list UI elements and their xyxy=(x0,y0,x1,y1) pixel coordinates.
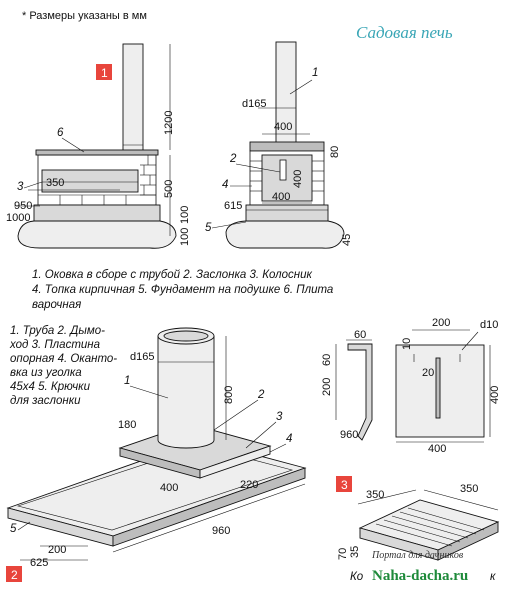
fig3-dim-70: 70 xyxy=(337,548,349,560)
fig2-legend-line-5: 45х4 5. Крючки xyxy=(10,381,91,393)
units-note: * Размеры указаны в мм xyxy=(22,10,147,22)
fig2-dim-400: 400 xyxy=(160,482,178,494)
fig3-dim-400-h: 400 xyxy=(489,386,501,404)
chimney-pipe xyxy=(122,43,144,157)
fig3-caption-tail: к xyxy=(490,571,496,583)
dim-500: 500 xyxy=(163,180,175,198)
front-label-5: 5 xyxy=(205,222,212,234)
dim-400-inner-w: 400 xyxy=(272,191,290,203)
fig2-label-5: 5 xyxy=(10,523,17,535)
fig2-legend-line-6: для заслонки xyxy=(10,395,81,407)
dim-d165-front: d165 xyxy=(242,98,266,110)
foundation xyxy=(33,204,161,222)
damper-handle xyxy=(435,357,441,419)
fig2-label-1: 1 xyxy=(124,375,130,387)
fig1-badge-number: 1 xyxy=(101,66,108,80)
fig2-dim-625: 625 xyxy=(30,557,48,569)
dim-950: 950 xyxy=(14,200,32,212)
dim-615: 615 xyxy=(224,200,242,212)
fig3-dim-200-h: 200 xyxy=(321,378,333,396)
fig1-side-view: 1 1200 500 100 100 350 xyxy=(6,43,191,249)
dim-100a: 100 xyxy=(179,228,191,246)
fig2-badge xyxy=(6,566,22,582)
fig1-legend-line-2: 4. Топка кирпичная 5. Фундамент на подуш… xyxy=(32,284,333,296)
dim-100b: 100 xyxy=(179,206,191,224)
front-label-1: 1 xyxy=(312,67,318,79)
page-title: Садовая печь xyxy=(356,23,453,42)
fig3-parts: 60 60 200 960 200 d10 10 20 400 400 3 xyxy=(321,317,501,583)
fig3-dim-10: 10 xyxy=(401,338,413,350)
front-label-2: 2 xyxy=(229,153,237,165)
fig1-legend-line-3: варочная xyxy=(32,299,81,311)
watermark: Портал для дачников Naha-dacha.ru xyxy=(371,550,468,584)
dim-400-top: 400 xyxy=(274,121,292,133)
fig2-legend-line-1: 1. Труба 2. Дымо- xyxy=(10,325,105,337)
fig3-badge-number: 3 xyxy=(341,478,348,492)
fig3-dim-60-w: 60 xyxy=(354,329,366,341)
front-label-4: 4 xyxy=(222,179,228,191)
dim-400-inner-h: 400 xyxy=(292,170,304,188)
cooking-plate xyxy=(35,149,159,156)
fig2-dim-220: 220 xyxy=(240,479,258,491)
front-damper xyxy=(279,159,287,181)
front-cushion xyxy=(225,220,345,249)
brick-courses xyxy=(38,155,156,205)
firebox xyxy=(41,169,139,193)
foundation-cushion xyxy=(17,220,177,249)
fig2-dim-960: 960 xyxy=(212,525,230,537)
label-3: 3 xyxy=(17,181,24,193)
fig3-dim-350-a: 350 xyxy=(366,489,384,501)
grate-bars xyxy=(375,507,485,547)
hook-profile xyxy=(347,343,373,441)
fig1-badge xyxy=(96,64,112,80)
fig2-label-2: 2 xyxy=(257,389,265,401)
fig2-legend-line-2: ход 3. Пластина xyxy=(9,339,100,351)
fig2-dim-200: 200 xyxy=(48,544,66,556)
front-foundation xyxy=(245,204,329,222)
fig3-dim-960: 960 xyxy=(340,429,358,441)
fig1-legend-line-1: 1. Оковка в сборе с трубой 2. Заслонка 3… xyxy=(32,269,313,281)
fig3-dim-35: 35 xyxy=(349,546,361,558)
fig2-legend-line-4: вка из уголка xyxy=(10,367,82,379)
fig3-dim-200-w: 200 xyxy=(432,317,450,329)
fig3-caption-partial: Ко xyxy=(350,571,364,583)
fig3-dim-d10: d10 xyxy=(480,319,498,331)
watermark-line-1: Портал для дачников xyxy=(371,550,464,561)
fig2-pipe xyxy=(157,336,215,449)
fig2-label-4: 4 xyxy=(286,433,292,445)
front-plate xyxy=(249,141,325,152)
fig2-legend: 1. Труба 2. Дымо- ход 3. Пластина опорна… xyxy=(9,325,117,407)
dim-1000: 1000 xyxy=(6,212,30,224)
dim-45: 45 xyxy=(341,234,353,246)
fig2-isometric: 1. Труба 2. Дымо- ход 3. Пластина опорна… xyxy=(6,325,307,582)
fig2-dim-180: 180 xyxy=(118,419,136,431)
front-firebox xyxy=(261,154,313,202)
fig2-legend-line-3: опорная 4. Оканто- xyxy=(10,353,117,365)
fig2-dim-d165: d165 xyxy=(130,351,154,363)
fig3-dim-400-w: 400 xyxy=(428,443,446,455)
fig3-badge xyxy=(336,476,352,492)
fig2-dim-800: 800 xyxy=(223,386,235,404)
watermark-line-2: Naha-dacha.ru xyxy=(372,568,468,584)
label-6: 6 xyxy=(57,127,64,139)
dim-350: 350 xyxy=(46,177,64,189)
fig3-dim-350-b: 350 xyxy=(460,483,478,495)
fig3-dim-60-h: 60 xyxy=(321,354,333,366)
fig2-label-3: 3 xyxy=(276,411,283,423)
fig2-badge-number: 2 xyxy=(11,568,18,582)
fig1-front-view: 400 d165 1 80 400 400 615 45 2 4 5 xyxy=(205,41,353,249)
fig3-dim-20: 20 xyxy=(422,367,434,379)
fig1-legend: 1. Оковка в сборе с трубой 2. Заслонка 3… xyxy=(32,269,333,311)
dim-1200: 1200 xyxy=(163,111,175,135)
dim-80: 80 xyxy=(329,146,341,158)
